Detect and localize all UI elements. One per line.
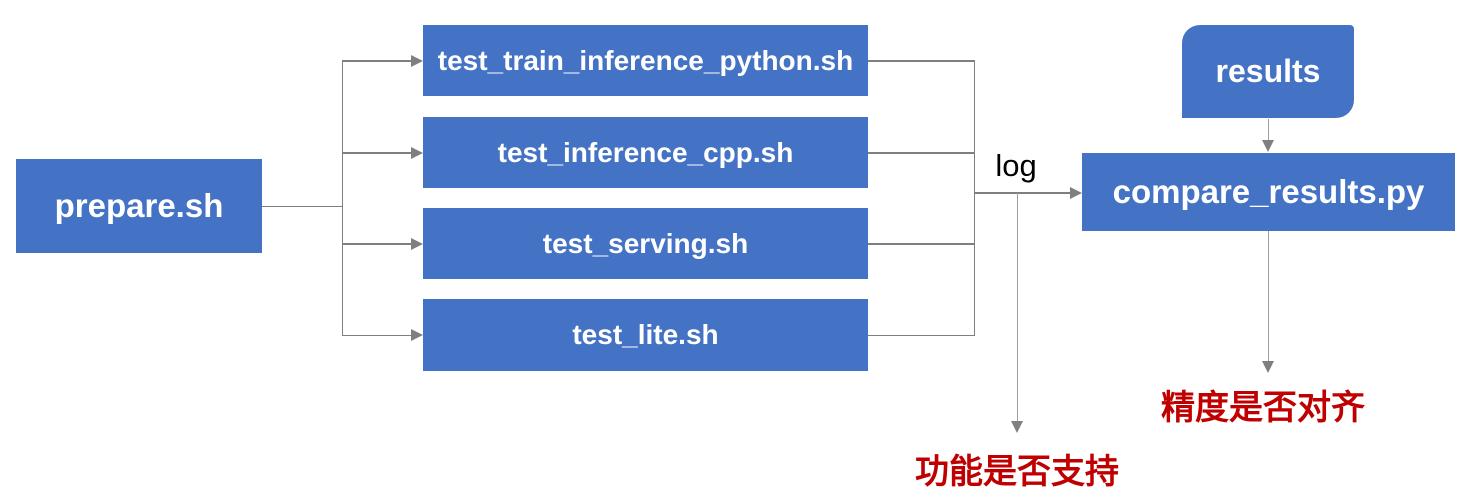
- node-compare-results-py: compare_results.py: [1082, 153, 1455, 231]
- connector-compare-drop: [1267, 231, 1269, 361]
- connector-log-drop: [1016, 193, 1018, 421]
- node-test-lite-sh-label: test_lite.sh: [572, 319, 719, 350]
- arrowhead-into-test3: [411, 237, 423, 250]
- arrowhead-function-supported: [1011, 421, 1023, 433]
- edge-label-log: log: [995, 148, 1037, 183]
- connector-branch-test1: [342, 60, 411, 62]
- arrowhead-into-compare: [1070, 186, 1082, 199]
- node-test-lite-sh: test_lite.sh: [423, 299, 868, 371]
- arrowhead-precision-aligned: [1262, 361, 1274, 373]
- node-results: results: [1182, 25, 1354, 118]
- node-results-label: results: [1215, 53, 1321, 89]
- arrowhead-into-test4: [411, 329, 423, 341]
- node-test-inference-cpp-sh: test_inference_cpp.sh: [423, 117, 868, 188]
- connector-prepare-out: [262, 205, 342, 207]
- node-test-train-inference-python-sh-label: test_train_inference_python.sh: [437, 44, 854, 76]
- connector-test3-out: [868, 243, 974, 245]
- connector-branch-test3: [342, 243, 411, 245]
- arrowhead-into-test1: [411, 54, 423, 67]
- connector-test1-out: [868, 60, 974, 62]
- connector-right-trunk: [973, 60, 975, 336]
- node-test-serving-sh-label: test_serving.sh: [542, 227, 749, 259]
- node-prepare-sh: prepare.sh: [16, 159, 262, 253]
- connector-results-to-compare: [1267, 119, 1269, 141]
- arrowhead-into-test2: [411, 146, 423, 159]
- outcome-precision-aligned: 精度是否对齐: [1161, 389, 1365, 427]
- connector-test2-out: [868, 152, 974, 154]
- connector-test4-out: [868, 334, 974, 336]
- node-test-serving-sh: test_serving.sh: [423, 208, 868, 279]
- node-test-train-inference-python-sh: test_train_inference_python.sh: [423, 25, 868, 96]
- connector-branch-test2: [342, 152, 411, 154]
- node-test-inference-cpp-sh-label: test_inference_cpp.sh: [497, 136, 794, 168]
- connector-left-trunk: [341, 60, 343, 336]
- node-compare-results-py-label: compare_results.py: [1112, 173, 1425, 210]
- node-prepare-sh-label: prepare.sh: [54, 187, 224, 224]
- connector-branch-test4: [342, 334, 411, 336]
- arrowhead-results-to-compare: [1262, 140, 1274, 152]
- outcome-function-supported: 功能是否支持: [915, 453, 1119, 491]
- connector-log-to-compare: [974, 192, 1070, 194]
